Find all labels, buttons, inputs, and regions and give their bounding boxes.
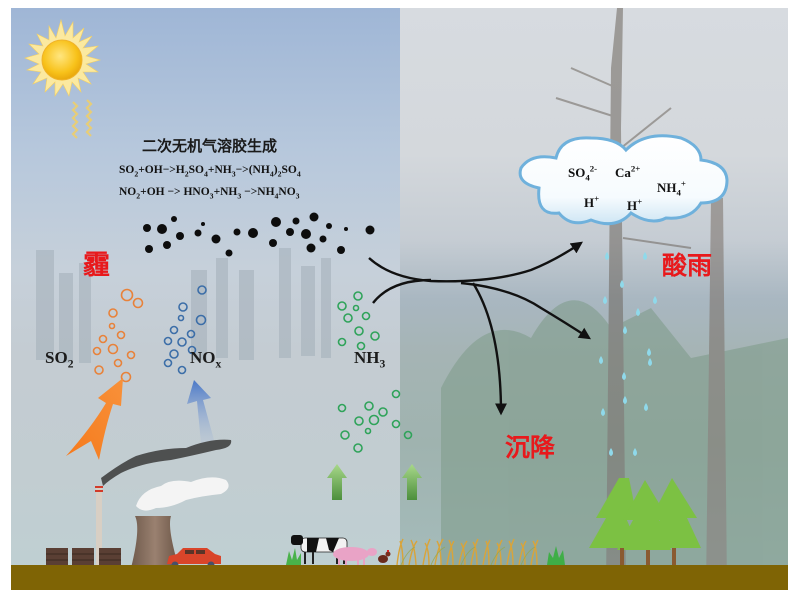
nh3-emission-arrows [327,464,422,500]
no2-reaction-equation: NO2+OH −> HNO3+NH3 −>NH4NO3 [119,186,300,201]
diagram-canvas: 二次无机气溶胶生成 SO2+OH−>H2SO4+NH3−>(NH4)2SO4 N… [11,8,788,590]
pine-trees [589,478,701,565]
nox-emission-arrow [187,380,214,443]
so2-emission-arrow [66,378,123,460]
nox-label: NOx [190,348,222,371]
rice-crops [396,538,539,566]
diagram-graphics [11,8,788,590]
ammonium-ion: NH4+ [657,178,686,198]
pig-icon [333,547,377,565]
ground-strip [11,565,788,590]
acid-rain-label: 酸雨 [662,251,713,280]
black-smoke [101,439,232,486]
sulfate-ion: SO42- [568,163,598,183]
reaction-pathway-arrows [368,241,592,416]
rice-leaves [400,546,536,566]
nox-molecules [163,285,207,375]
secondary-aerosol-particles [143,212,375,257]
so2-label: SO2 [45,348,74,371]
grass-icon [286,548,301,565]
deposition-label: 沉降 [505,433,556,462]
nh3-label: NH3 [354,348,386,371]
haze-label: 霾 [83,250,110,281]
cloud-icon [518,134,729,226]
hydrogen-ion: H+ [627,196,643,213]
hydrogen-ion: H+ [584,193,600,210]
so2-molecules [92,288,144,383]
white-steam [136,477,229,511]
acid-raindrops [599,252,657,456]
sun-icon [24,18,102,139]
calcium-ion: Ca2+ [615,163,641,180]
diagram-title: 二次无机气溶胶生成 [142,137,278,155]
bush-icon [547,546,565,565]
city-skyline [36,248,331,363]
rooster-icon [378,550,391,563]
nh3-molecules [337,291,413,453]
power-plant [46,486,179,568]
so2-reaction-equation: SO2+OH−>H2SO4+NH3−>(NH4)2SO4 [119,164,301,179]
cow-icon [291,535,348,564]
